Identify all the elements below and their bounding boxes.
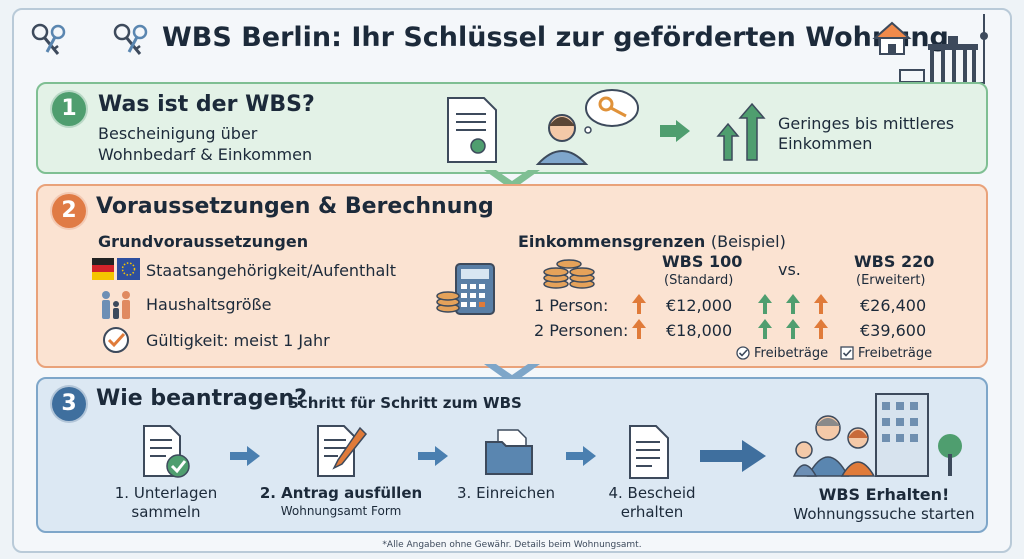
requirement-item: Haushaltsgröße <box>146 295 272 314</box>
folder-document-icon <box>485 429 533 475</box>
limits-title: Einkommensgrenzen (Beispiel) <box>518 232 786 251</box>
wbs100-subtitle: (Standard) <box>664 273 734 288</box>
step-label: 4. Bescheid <box>608 484 696 502</box>
checkbox-icon <box>840 346 854 360</box>
wbs100-title: WBS 100 <box>662 252 743 271</box>
check-circle-icon <box>103 327 129 353</box>
coin-stack-icon <box>543 259 595 289</box>
arrow-up-icon <box>814 319 828 339</box>
arrow-up-icon <box>632 294 646 314</box>
section-what-is-wbs <box>36 82 988 174</box>
arrow-up-icon <box>632 319 646 339</box>
section-title: Wie beantragen? <box>96 386 307 411</box>
limits-title-text: Einkommensgrenzen <box>518 232 706 251</box>
brandenburg-gate-icon <box>899 14 988 85</box>
footer-note: *Alle Angaben ohne Gewähr. Details beim … <box>382 540 642 550</box>
house-icon <box>872 21 912 55</box>
chevron-down-icon <box>484 170 540 190</box>
allowance-label: Freibeträge <box>754 346 829 361</box>
certificate-document-icon <box>447 97 497 163</box>
limits-note: (Beispiel) <box>710 232 786 251</box>
section-number: 2 <box>50 192 88 230</box>
wbs100-value: €12,000 <box>666 296 733 315</box>
allowance-label: Freibeträge <box>858 346 933 361</box>
wbs220-title: WBS 220 <box>854 252 935 271</box>
income-line: Einkommen <box>778 134 873 153</box>
row-label: 2 Personen: <box>534 321 629 340</box>
step-label: sammeln <box>131 503 201 521</box>
income-up-arrows-icon <box>716 102 766 161</box>
chevron-down-icon <box>484 364 540 384</box>
section-number: 1 <box>50 90 88 128</box>
step-label: 2. Antrag ausfüllen <box>259 484 423 502</box>
step-label: 3. Einreichen <box>457 484 555 502</box>
family-building-icon <box>792 393 962 477</box>
person-thinking-key-icon <box>535 89 639 165</box>
keys-icon <box>113 23 148 55</box>
section-desc-line: Bescheinigung über <box>98 124 258 143</box>
section-subtitle: Schritt für Schritt zum WBS <box>288 394 522 412</box>
section-number: 3 <box>50 385 88 423</box>
section-requirements <box>36 184 988 368</box>
vs-label: vs. <box>778 260 801 279</box>
result-title: WBS Erhalten! <box>818 485 950 504</box>
right-arrow-icon <box>418 446 448 466</box>
page-title: WBS Berlin: Ihr Schlüssel zur geförderte… <box>162 22 949 53</box>
document-check-icon <box>143 425 190 478</box>
big-right-arrow-icon <box>700 440 766 472</box>
section-title: Voraussetzungen & Berechnung <box>96 194 494 219</box>
flags-icon <box>92 258 140 280</box>
step-label: 1. Unterlagen <box>114 484 218 502</box>
arrow-up-icon <box>758 319 772 339</box>
step-label: Wohnungsamt Form <box>280 504 402 518</box>
requirements-title: Grundvoraussetzungen <box>98 232 309 251</box>
right-arrow-icon <box>566 446 596 466</box>
document-icon <box>629 425 669 479</box>
arrow-up-icon <box>786 319 800 339</box>
wbs220-value: €39,600 <box>860 321 927 340</box>
income-line: Geringes bis mittleres <box>778 114 955 133</box>
section-desc-line: Wohnbedarf & Einkommen <box>98 145 313 164</box>
family-icon <box>102 291 130 319</box>
calculator-coins-icon <box>436 263 495 315</box>
right-arrow-icon <box>230 446 260 466</box>
arrow-up-icon <box>758 294 772 314</box>
check-circle-icon <box>736 346 750 360</box>
row-label: 1 Person: <box>534 296 609 315</box>
right-arrow-icon <box>660 120 690 142</box>
keys-icon <box>31 23 66 55</box>
requirement-item: Staatsangehörigkeit/Aufenthalt <box>146 261 396 280</box>
document-pen-icon <box>317 425 368 477</box>
result-subtitle: Wohnungssuche starten <box>793 505 975 523</box>
arrow-up-icon <box>814 294 828 314</box>
requirement-item: Gültigkeit: meist 1 Jahr <box>146 331 330 350</box>
section-title: Was ist der WBS? <box>98 92 315 117</box>
step-label: erhalten <box>620 503 684 521</box>
wbs100-value: €18,000 <box>666 321 733 340</box>
wbs220-value: €26,400 <box>860 296 927 315</box>
wbs220-subtitle: (Erweitert) <box>856 273 926 288</box>
arrow-up-icon <box>786 294 800 314</box>
